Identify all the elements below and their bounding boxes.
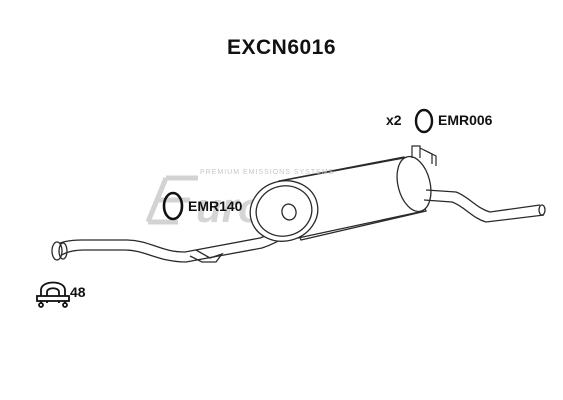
part-title: EXCN6016 [226,36,337,59]
part-code-emr140: EMR140 [188,198,243,214]
gasket-ring-icon [162,191,184,221]
gasket-ring-icon [414,108,434,134]
silencer-box [249,155,432,242]
rubber-hanger [411,145,437,166]
part-code-emr006: EMR006 [438,112,493,128]
quantity-label: x2 [386,112,402,128]
tail-pipe [423,189,546,223]
watermark-tagline: PREMIUM EMISSIONS SYSTEMS [200,169,335,176]
u-bolt-clamp-icon [36,281,70,308]
clamp-code: 48 [70,284,86,300]
